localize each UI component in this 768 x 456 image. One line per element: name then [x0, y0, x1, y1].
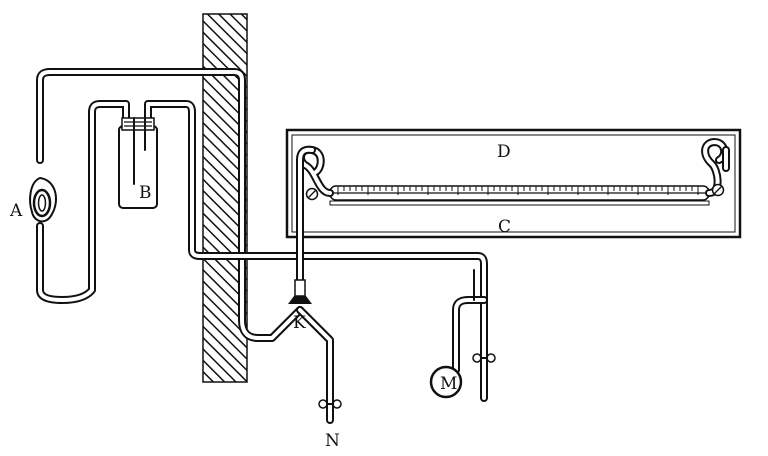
label-a: A — [9, 201, 23, 221]
bottle-b — [118, 117, 158, 209]
joint-k — [288, 279, 312, 304]
label-b: B — [139, 183, 152, 203]
label-m: M — [440, 374, 457, 394]
scale-board — [285, 128, 742, 239]
stopcock-m[interactable] — [472, 353, 496, 363]
bulb-m — [429, 365, 463, 399]
scale-ticks — [337, 186, 699, 195]
screw-left — [305, 187, 319, 201]
screw-right — [711, 183, 725, 197]
label-k: K — [293, 313, 306, 333]
stopcock-n[interactable] — [318, 399, 342, 409]
tubing — [36, 68, 488, 424]
label-n: N — [325, 431, 340, 451]
label-c: C — [498, 217, 511, 237]
bulb-a — [29, 176, 57, 223]
label-d: D — [497, 142, 511, 162]
